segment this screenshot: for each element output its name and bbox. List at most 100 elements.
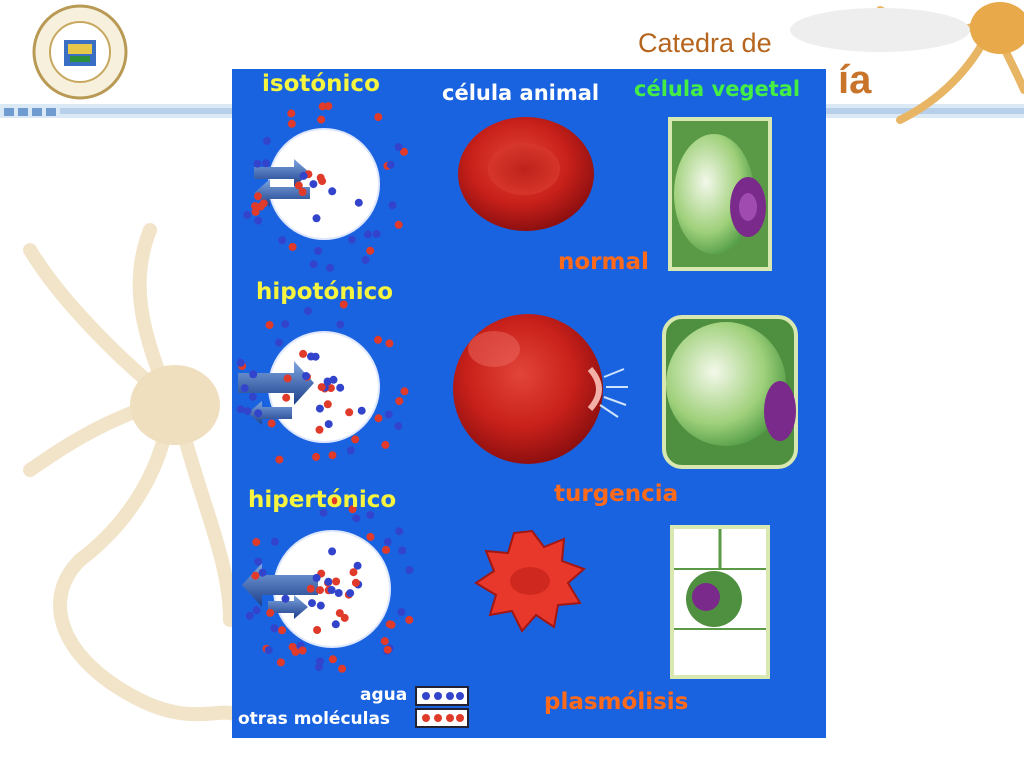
molecule-dot bbox=[291, 647, 300, 656]
molecule-dot bbox=[318, 102, 327, 111]
water-dot bbox=[281, 320, 290, 329]
molecule-dot bbox=[316, 586, 324, 595]
label-plasmolisis: plasmólisis bbox=[544, 689, 689, 715]
water-dot bbox=[311, 352, 320, 361]
molecule-dot bbox=[351, 578, 360, 587]
water-dot bbox=[357, 406, 366, 415]
molecule-dot bbox=[315, 425, 324, 434]
molecule-dot bbox=[374, 335, 383, 344]
molecule-dot bbox=[340, 613, 349, 622]
molecule-dot bbox=[313, 626, 322, 634]
molecule-dot bbox=[287, 109, 296, 118]
water-dot bbox=[352, 514, 361, 523]
molecule-dot bbox=[394, 220, 403, 229]
water-dot bbox=[372, 229, 381, 238]
molecule-dot bbox=[349, 568, 358, 577]
molecule-dot bbox=[282, 393, 291, 402]
water-dot bbox=[304, 307, 312, 315]
molecule-dot bbox=[283, 374, 292, 383]
molecule-dot bbox=[400, 147, 408, 156]
molecule-dot bbox=[374, 113, 383, 121]
red-blood-cell-swollen bbox=[453, 314, 628, 464]
molecule-dot bbox=[348, 505, 357, 514]
plant-cell-normal bbox=[668, 117, 772, 271]
water-dot bbox=[302, 372, 310, 380]
water-dot bbox=[324, 420, 333, 429]
water-dot bbox=[346, 589, 355, 598]
molecule-dot bbox=[266, 608, 275, 617]
hypotonic-arrows bbox=[238, 361, 314, 425]
university-seal-logo bbox=[32, 4, 128, 100]
molecule-dot bbox=[400, 387, 409, 396]
course-title: Catedra de bbox=[638, 28, 772, 58]
label-isotonic: isotónico bbox=[262, 71, 380, 97]
water-dot bbox=[384, 410, 393, 419]
molecule-dot bbox=[395, 397, 404, 406]
legend-water-dot bbox=[434, 692, 442, 700]
water-dot bbox=[271, 537, 279, 546]
osmosis-diagram-graphics bbox=[236, 102, 798, 728]
molecule-dot bbox=[259, 199, 268, 208]
water-dot bbox=[394, 143, 403, 151]
legend-label-other-molecules: otras moléculas bbox=[238, 709, 391, 729]
molecule-dot bbox=[405, 615, 414, 624]
molecule-dot bbox=[278, 626, 286, 635]
water-dot bbox=[316, 657, 324, 666]
molecule-dot bbox=[294, 181, 303, 190]
water-dot bbox=[405, 566, 414, 574]
water-dot bbox=[249, 370, 258, 379]
molecule-dot bbox=[328, 451, 337, 460]
label-normal: normal bbox=[558, 249, 649, 275]
water-dot bbox=[270, 624, 279, 633]
water-dot bbox=[275, 338, 283, 347]
molecule-dot bbox=[339, 300, 348, 309]
water-dot bbox=[383, 537, 392, 546]
water-dot bbox=[253, 159, 262, 168]
red-blood-cell-normal bbox=[458, 117, 594, 231]
column-label-plant-cell: célula vegetal bbox=[634, 77, 801, 101]
legend-label-water: agua bbox=[360, 685, 408, 705]
molecule-dot bbox=[275, 455, 284, 464]
water-dot bbox=[354, 198, 363, 207]
molecule-dot bbox=[254, 192, 262, 201]
water-dot bbox=[258, 568, 267, 577]
water-dot bbox=[336, 320, 345, 329]
water-dot bbox=[353, 561, 362, 570]
water-dot bbox=[309, 180, 318, 189]
molecule-dot bbox=[366, 532, 375, 541]
molecule-dot bbox=[385, 620, 394, 629]
molecule-dot bbox=[332, 577, 341, 586]
molecule-dot bbox=[317, 383, 326, 392]
water-dot bbox=[394, 422, 403, 431]
plant-cell-plasmolysis bbox=[670, 525, 770, 679]
water-dot bbox=[245, 611, 254, 620]
water-dot bbox=[309, 260, 318, 269]
neuron-watermark-left bbox=[23, 223, 247, 727]
molecule-dots bbox=[236, 102, 414, 673]
water-dot bbox=[281, 594, 290, 603]
molecule-dot bbox=[298, 188, 307, 196]
water-dot bbox=[254, 409, 263, 418]
water-dot bbox=[363, 230, 372, 239]
water-dot bbox=[299, 171, 308, 180]
water-dot bbox=[347, 235, 356, 244]
molecule-dot bbox=[374, 414, 383, 423]
molecule-dot bbox=[251, 207, 260, 216]
water-dot bbox=[366, 511, 375, 519]
water-dot bbox=[319, 508, 328, 517]
molecule-dot bbox=[351, 435, 360, 444]
water-dot bbox=[262, 159, 270, 168]
water-dot bbox=[324, 577, 333, 586]
water-dot bbox=[252, 606, 261, 615]
water-dot bbox=[314, 663, 323, 672]
label-turgencia: turgencia bbox=[554, 481, 679, 507]
molecule-dot bbox=[252, 538, 261, 547]
water-dot bbox=[346, 446, 355, 455]
molecule-dot bbox=[251, 202, 259, 211]
molecule-dot bbox=[267, 419, 276, 428]
molecule-dot bbox=[366, 246, 375, 255]
water-dot bbox=[361, 256, 370, 264]
water-dot bbox=[331, 620, 340, 629]
water-dot bbox=[386, 160, 395, 169]
water-dot bbox=[336, 383, 345, 392]
